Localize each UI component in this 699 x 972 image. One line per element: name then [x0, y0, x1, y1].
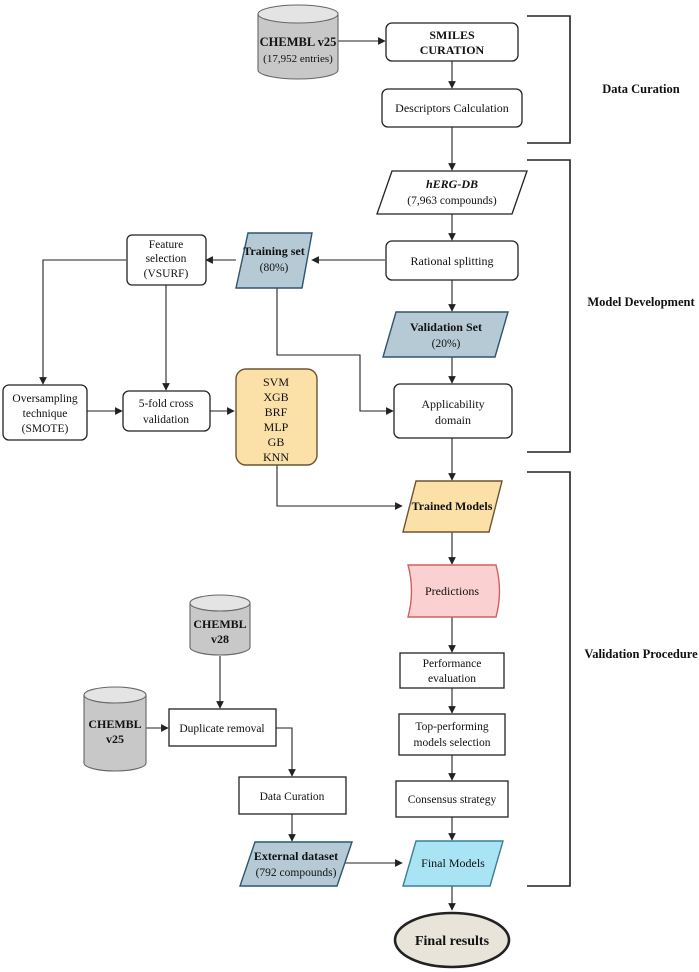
oversampling-line3: (SMOTE) [22, 423, 69, 435]
section-label-validation-procedure: Validation Procedure [584, 647, 698, 661]
cross-validation-line1: 5-fold cross [139, 398, 194, 410]
applicability-line2: domain [435, 413, 471, 427]
feature-line3: (VSURF) [144, 268, 189, 280]
section-label-model-development: Model Development [587, 295, 695, 309]
top-performing-line1: Top-performing [415, 721, 489, 733]
duplicate-removal-box: Duplicate removal [168, 708, 277, 747]
chembl-v25-database: CHEMBL v25 (17,952 entries) [257, 4, 339, 80]
model-svm: SVM [263, 375, 289, 389]
data-curation-box: Data Curation [238, 776, 347, 815]
descriptors-label: Descriptors Calculation [395, 101, 509, 115]
rational-splitting-box: Rational splitting [385, 240, 519, 281]
model-brf: BRF [265, 405, 288, 419]
descriptors-calculation-box: Descriptors Calculation [381, 88, 523, 128]
smiles-line1: SMILES [429, 28, 475, 42]
chembl-v25-title: CHEMBL v25 [260, 35, 337, 49]
arrow-models-to-trained [276, 465, 403, 510]
final-models-label: Final Models [421, 856, 485, 870]
connectors [39, 37, 456, 911]
cylinder-top [83, 686, 147, 704]
final-results-terminal: Final results [393, 911, 511, 969]
chembl-v25-bottom-database: CHEMBL v25 [83, 686, 147, 772]
performance-line2: evaluation [428, 673, 476, 685]
chembl-v25-bottom-line1: CHEMBL [88, 717, 141, 731]
cylinder-top [257, 4, 339, 24]
arrow-feature-to-oversampling [39, 259, 126, 385]
chembl-v28-line2: v28 [211, 632, 229, 646]
final-models-dataset: Final Models [402, 840, 504, 887]
model-mlp: MLP [264, 420, 289, 434]
oversampling-line2: technique [23, 408, 68, 420]
cross-validation-line2: validation [143, 414, 189, 426]
smiles-line2: CURATION [420, 43, 485, 57]
section-label-data-curation: Data Curation [602, 82, 679, 96]
external-dataset: External dataset (792 compounds) [239, 841, 353, 887]
chembl-v28-database: CHEMBL v28 [189, 594, 251, 656]
herg-db-count: (7,963 compounds) [407, 195, 497, 207]
cylinder-top [189, 594, 251, 612]
external-dataset-title: External dataset [254, 849, 338, 863]
cylinder-body [189, 603, 251, 656]
models-box: SVM XGB BRF MLP GB KNN [235, 368, 318, 466]
applicability-domain-box: Applicability domain [393, 383, 513, 439]
section-brackets: Data Curation Model Development Validati… [527, 15, 698, 887]
arrow-duplicate-to-datacuration [276, 727, 296, 777]
arrow-training-to-applicability [276, 288, 394, 415]
validation-set-dataset: Validation Set (20%) [382, 311, 509, 358]
chembl-v25-entries: (17,952 entries) [263, 53, 333, 65]
training-set-title: Training set [243, 244, 304, 258]
smiles-curation-box: SMILES CURATION [385, 22, 519, 62]
model-knn: KNN [263, 450, 289, 464]
bracket-data-curation [527, 15, 571, 144]
bracket-model-development [527, 159, 571, 453]
duplicate-removal-label: Duplicate removal [179, 723, 264, 735]
bracket-validation-procedure [527, 471, 571, 887]
model-xgb: XGB [263, 390, 288, 404]
predictions-document: Predictions [407, 564, 501, 618]
cross-validation-box: 5-fold cross validation [122, 390, 211, 432]
trained-models-label: Trained Models [412, 499, 493, 513]
external-dataset-count: (792 compounds) [256, 867, 337, 879]
herg-db-dataset: hERG-DB (7,963 compounds) [376, 170, 528, 215]
trained-models-dataset: Trained Models [402, 480, 503, 533]
feature-selection-box: Feature selection (VSURF) [126, 234, 207, 286]
feature-line2: selection [146, 253, 187, 265]
validation-set-percent: (20%) [432, 338, 461, 350]
applicability-line1: Applicability [421, 397, 484, 411]
feature-line1: Feature [149, 239, 183, 251]
predictions-label: Predictions [425, 584, 479, 598]
cylinder-body [83, 695, 147, 772]
training-set-dataset: Training set (80%) [235, 232, 313, 289]
performance-line1: Performance [423, 658, 482, 670]
training-set-percent: (80%) [260, 262, 289, 274]
data-curation-label: Data Curation [260, 791, 325, 803]
top-performing-line2: models selection [414, 737, 491, 749]
consensus-label: Consensus strategy [408, 794, 497, 806]
validation-set-title: Validation Set [410, 320, 482, 334]
model-gb: GB [268, 435, 285, 449]
cylinder-body [257, 14, 339, 80]
chembl-v28-line1: CHEMBL [193, 617, 246, 631]
final-results-label: Final results [415, 934, 490, 949]
performance-evaluation-box: Performance evaluation [399, 652, 505, 689]
herg-db-title: hERG-DB [426, 177, 478, 191]
chembl-v25-bottom-line2: v25 [106, 732, 124, 746]
oversampling-line1: Oversampling [12, 393, 77, 405]
consensus-strategy-box: Consensus strategy [395, 780, 509, 818]
top-performing-box: Top-performing models selection [398, 713, 506, 756]
oversampling-box: Oversampling technique (SMOTE) [2, 384, 88, 441]
rational-splitting-label: Rational splitting [411, 254, 494, 268]
